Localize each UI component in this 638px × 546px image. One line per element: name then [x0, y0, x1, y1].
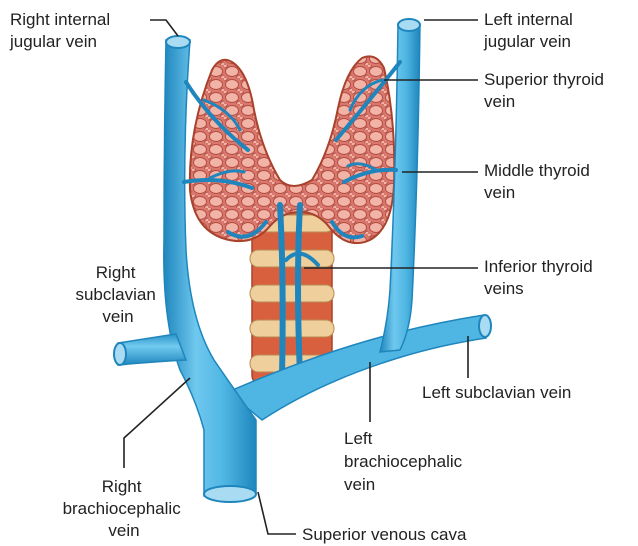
label-right-subclavian: Right subclavian vein	[75, 263, 160, 326]
right-subclavian-vein	[118, 334, 186, 365]
label-superior-thyroid: Superior thyroid vein	[484, 70, 609, 111]
label-right-brachiocephalic: Right brachiocephalic vein	[63, 477, 186, 540]
label-middle-thyroid: Middle thyroid vein	[484, 161, 595, 202]
right-subclavian-opening	[114, 343, 126, 365]
label-left-internal-jugular: Left internal jugular vein	[483, 10, 578, 51]
label-left-subclavian: Left subclavian vein	[422, 383, 571, 402]
label-inferior-thyroid: Inferior thyroid veins	[484, 257, 597, 298]
svc-opening	[204, 486, 256, 502]
label-left-brachiocephalic: Left brachiocephalic vein	[344, 429, 467, 494]
left-subclavian-opening	[479, 315, 491, 337]
right-jugular-opening	[166, 36, 190, 48]
label-superior-venous-cava: Superior venous cava	[302, 525, 467, 544]
label-right-internal-jugular: Right internal jugular vein	[9, 10, 115, 51]
left-jugular-opening	[398, 19, 420, 31]
